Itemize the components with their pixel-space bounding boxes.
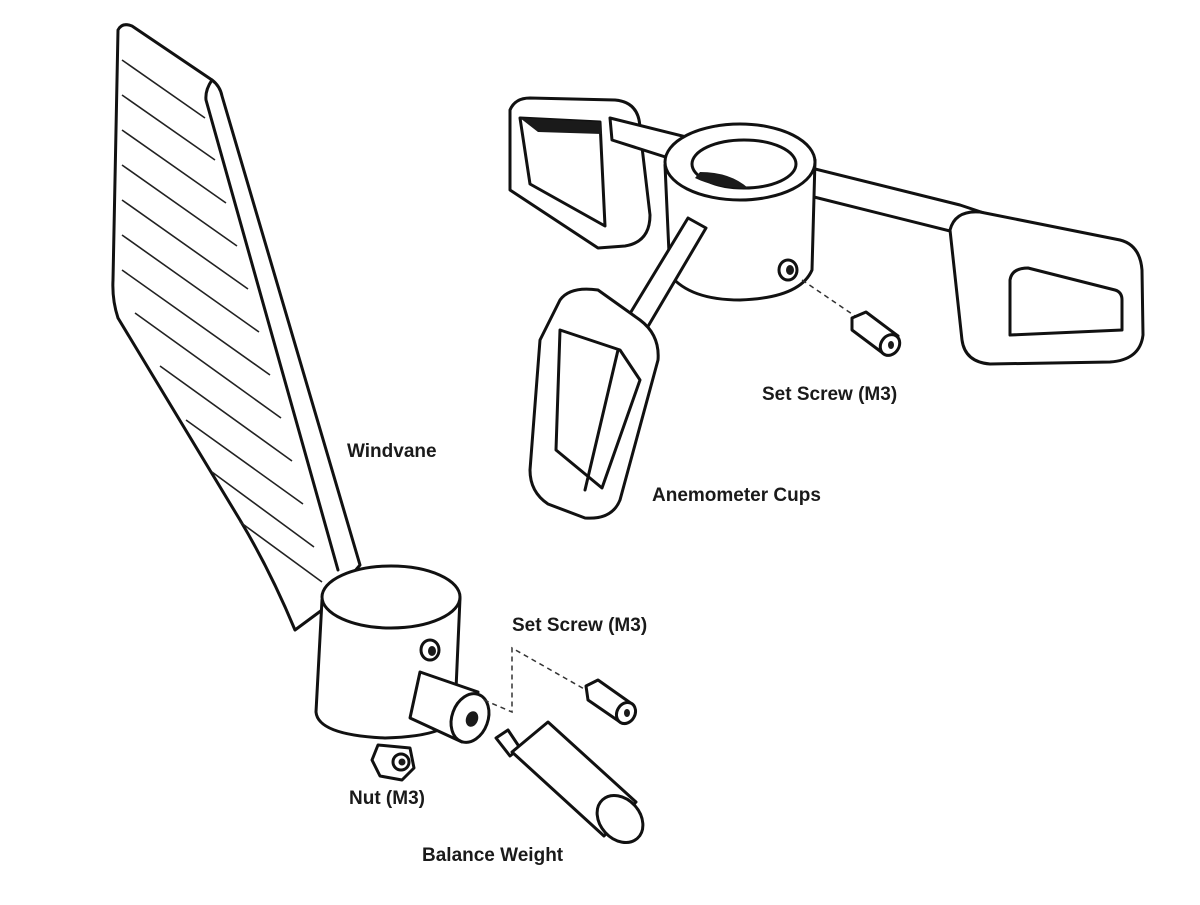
windvane-fin (111, 23, 362, 632)
hub-shaft (408, 670, 491, 744)
set-screw-bottom (483, 646, 638, 726)
windvane-hatching (121, 59, 323, 583)
set-screw-top (801, 279, 902, 357)
anemometer-cup-front (528, 216, 708, 520)
set-screw-top-label: Set Screw (M3) (762, 384, 898, 405)
anemometer-cup-right (948, 210, 1145, 366)
nut-label: Nut (M3) (349, 788, 425, 809)
nut-m3 (370, 743, 416, 782)
anemometer-cups-label: Anemometer Cups (652, 485, 821, 506)
windvane-label: Windvane (347, 441, 437, 462)
balance-weight-label: Balance Weight (422, 845, 564, 866)
anemometer-hub (608, 116, 992, 302)
anemometer-cup-left (508, 96, 652, 250)
balance-weight (494, 720, 645, 845)
set-screw-bottom-label: Set Screw (M3) (512, 615, 648, 636)
